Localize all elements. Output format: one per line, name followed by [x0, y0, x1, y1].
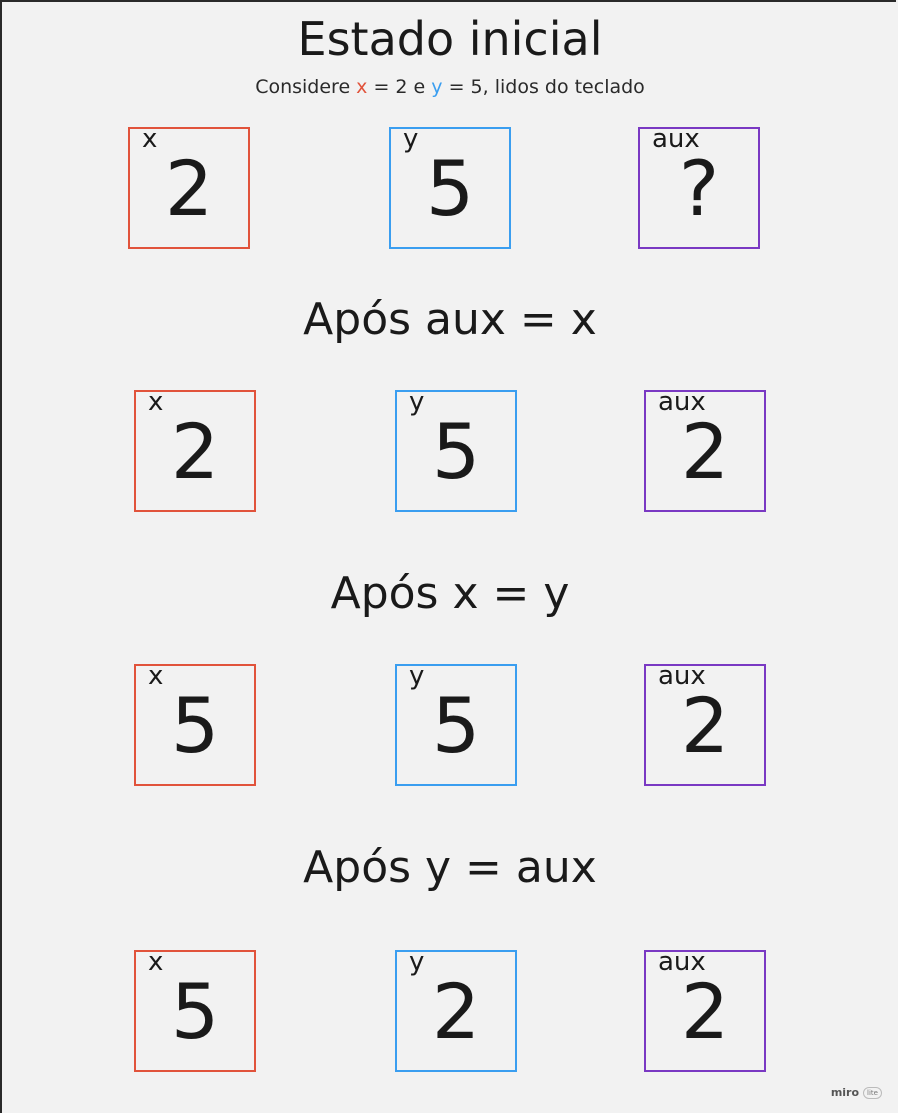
variable-box-y: y 2	[395, 947, 517, 1072]
variable-label: x	[148, 387, 164, 417]
variable-label: y	[409, 947, 425, 977]
variable-value: 2	[170, 407, 220, 496]
variable-value: 2	[680, 681, 730, 770]
variable-value: 2	[164, 144, 214, 233]
variable-box-x: x 5	[134, 661, 256, 786]
logo-text: miro	[830, 1086, 860, 1099]
variable-value: 2	[680, 967, 730, 1056]
variable-label: aux	[658, 947, 706, 977]
subtitle-pre: Considere	[255, 76, 357, 98]
variable-box-y: y 5	[395, 661, 517, 786]
subtitle-mid2: = 5, lidos do teclado	[442, 76, 645, 98]
variable-label: aux	[658, 661, 706, 691]
variable-box-y: y 5	[389, 124, 511, 249]
variable-label: y	[409, 387, 425, 417]
step-heading: Após x = y	[330, 568, 570, 619]
variable-value: 5	[170, 967, 220, 1056]
variable-box-x: x 2	[134, 387, 256, 512]
variable-label: y	[409, 661, 425, 691]
variable-label: y	[403, 124, 419, 154]
variable-label: x	[148, 661, 164, 691]
variable-box-aux: aux ?	[638, 124, 760, 249]
variable-box-aux: aux 2	[644, 661, 766, 786]
subtitle-mid1: = 2 e	[367, 76, 432, 98]
variable-value: 5	[170, 681, 220, 770]
variable-value: 5	[425, 144, 475, 233]
subtitle-x-name: x	[356, 76, 368, 98]
page-title: Estado inicial	[297, 12, 603, 66]
variable-box-x: x 2	[128, 124, 250, 249]
subtitle-y-name: y	[431, 76, 443, 98]
variable-label: aux	[652, 124, 700, 154]
step-heading: Após aux = x	[303, 294, 597, 345]
variable-label: aux	[658, 387, 706, 417]
variable-label: x	[148, 947, 164, 977]
variable-box-y: y 5	[395, 387, 517, 512]
logo-tag: lite	[863, 1086, 882, 1099]
variable-box-aux: aux 2	[644, 387, 766, 512]
variable-value: ?	[678, 144, 720, 233]
miro-logo: miro lite	[831, 1086, 882, 1099]
variable-box-aux: aux 2	[644, 947, 766, 1072]
subtitle: Considere x = 2 e y = 5, lidos do teclad…	[2, 76, 898, 98]
step-heading: Após y = aux	[303, 842, 597, 893]
variable-label: x	[142, 124, 158, 154]
variable-value: 2	[680, 407, 730, 496]
variable-value: 2	[431, 967, 481, 1056]
variable-value: 5	[431, 407, 481, 496]
variable-value: 5	[431, 681, 481, 770]
variable-box-x: x 5	[134, 947, 256, 1072]
